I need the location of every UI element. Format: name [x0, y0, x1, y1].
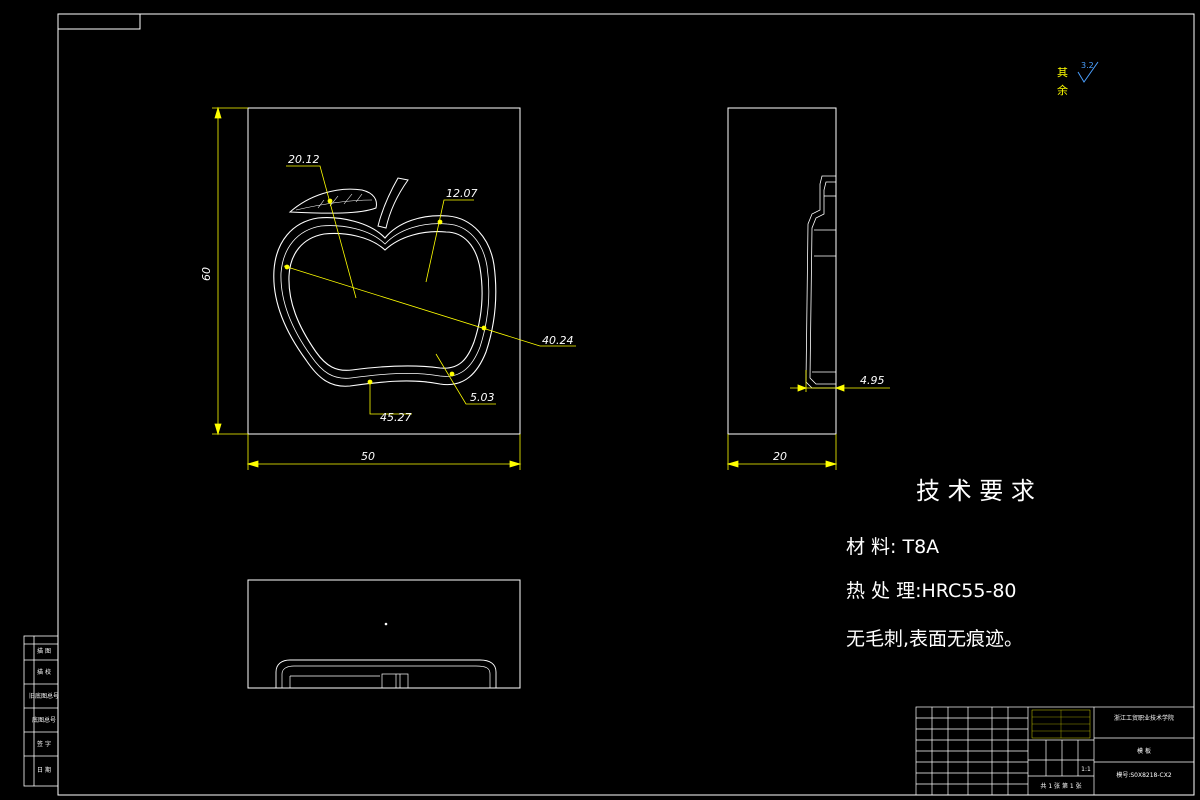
dim-bottom-label: 45.27: [380, 411, 412, 424]
dim-stem-leader: [425, 199, 474, 283]
title-block: [915, 706, 1195, 796]
dim-bottom: [367, 379, 412, 415]
dim-height-label: 60: [200, 267, 213, 281]
requirements-title: 技 术 要 求: [916, 477, 1035, 505]
dim-width: [246, 434, 522, 470]
bottom-view-outline: [247, 579, 521, 689]
front-view-outline: [247, 107, 521, 435]
title-block-yellow-notes: [1031, 709, 1091, 739]
dim-side-width: [726, 434, 838, 470]
apple-cavity-step: [280, 223, 490, 379]
signoff-row-3: 旧底图总号: [29, 692, 59, 700]
dim-diagonal-label: 40.24: [542, 334, 574, 347]
signoff-row-1: 描 图: [37, 647, 51, 655]
apple-cavity-inner: [288, 231, 483, 371]
requirements-material: 材 料: T8A: [846, 536, 939, 558]
bottom-view: [247, 579, 521, 689]
dim-corner-label: 5.03: [470, 391, 495, 404]
scale: 1:1: [1081, 766, 1091, 773]
front-view: 60 50 20.12 12.07 40.24: [200, 106, 576, 470]
dim-depth: [790, 370, 890, 392]
left-signoff-box: [23, 635, 59, 787]
side-view: 20 4.95: [726, 107, 890, 470]
signoff-row-2: 描 校: [37, 668, 51, 676]
dim-depth-label: 4.95: [860, 374, 885, 387]
signoff-row-6: 日 期: [37, 766, 51, 774]
dim-width-label: 50: [361, 450, 375, 463]
dim-leaf-leader: [286, 165, 357, 299]
dim-side-width-label: 20: [773, 450, 787, 463]
roughness-value: 3.2: [1081, 61, 1094, 70]
roughness-label-bottom: 余: [1057, 83, 1068, 97]
sheet-count: 共 1 张 第 1 张: [1040, 782, 1081, 790]
dim-stem-label: 12.07: [446, 187, 478, 200]
signoff-row-5: 签 字: [37, 740, 51, 748]
dim-corner: [435, 353, 496, 405]
dim-height: [212, 106, 248, 436]
drawing-number: 模号:S0X8218-CX2: [1116, 771, 1171, 779]
school-name: 浙江工贸职业技术学院: [1114, 714, 1174, 722]
roughness-label-top: 其: [1057, 66, 1068, 79]
dim-leaf-label: 20.12: [288, 153, 320, 166]
dim-diagonal: [283, 264, 576, 347]
apple-leaf: [288, 188, 377, 214]
roughness-symbol: 其 余 3.2: [1057, 61, 1099, 97]
side-view-cavity: [805, 175, 836, 389]
drawing-frame: [57, 13, 1195, 796]
technical-requirements: 技 术 要 求 材 料: T8A 热 处 理:HRC55-80 无毛刺,表面无痕…: [846, 477, 1035, 650]
part-name: 模 板: [1137, 747, 1151, 755]
title-block-text: 浙江工贸职业技术学院 模 板 模号:S0X8218-CX2 1:1 共 1 张 …: [1040, 714, 1174, 790]
signoff-row-4: 底图总号: [32, 716, 56, 724]
left-signoff-labels: 描 图 描 校 旧底图总号 底图总号 签 字 日 期: [29, 647, 59, 774]
side-view-outline: [727, 107, 837, 435]
requirements-heat-treatment: 热 处 理:HRC55-80: [846, 580, 1017, 602]
apple-stem: [377, 177, 409, 229]
apple-cavity-outer: [273, 215, 497, 387]
requirements-note: 无毛刺,表面无痕迹。: [846, 628, 1023, 650]
apple-leaf-vein: [295, 193, 373, 211]
